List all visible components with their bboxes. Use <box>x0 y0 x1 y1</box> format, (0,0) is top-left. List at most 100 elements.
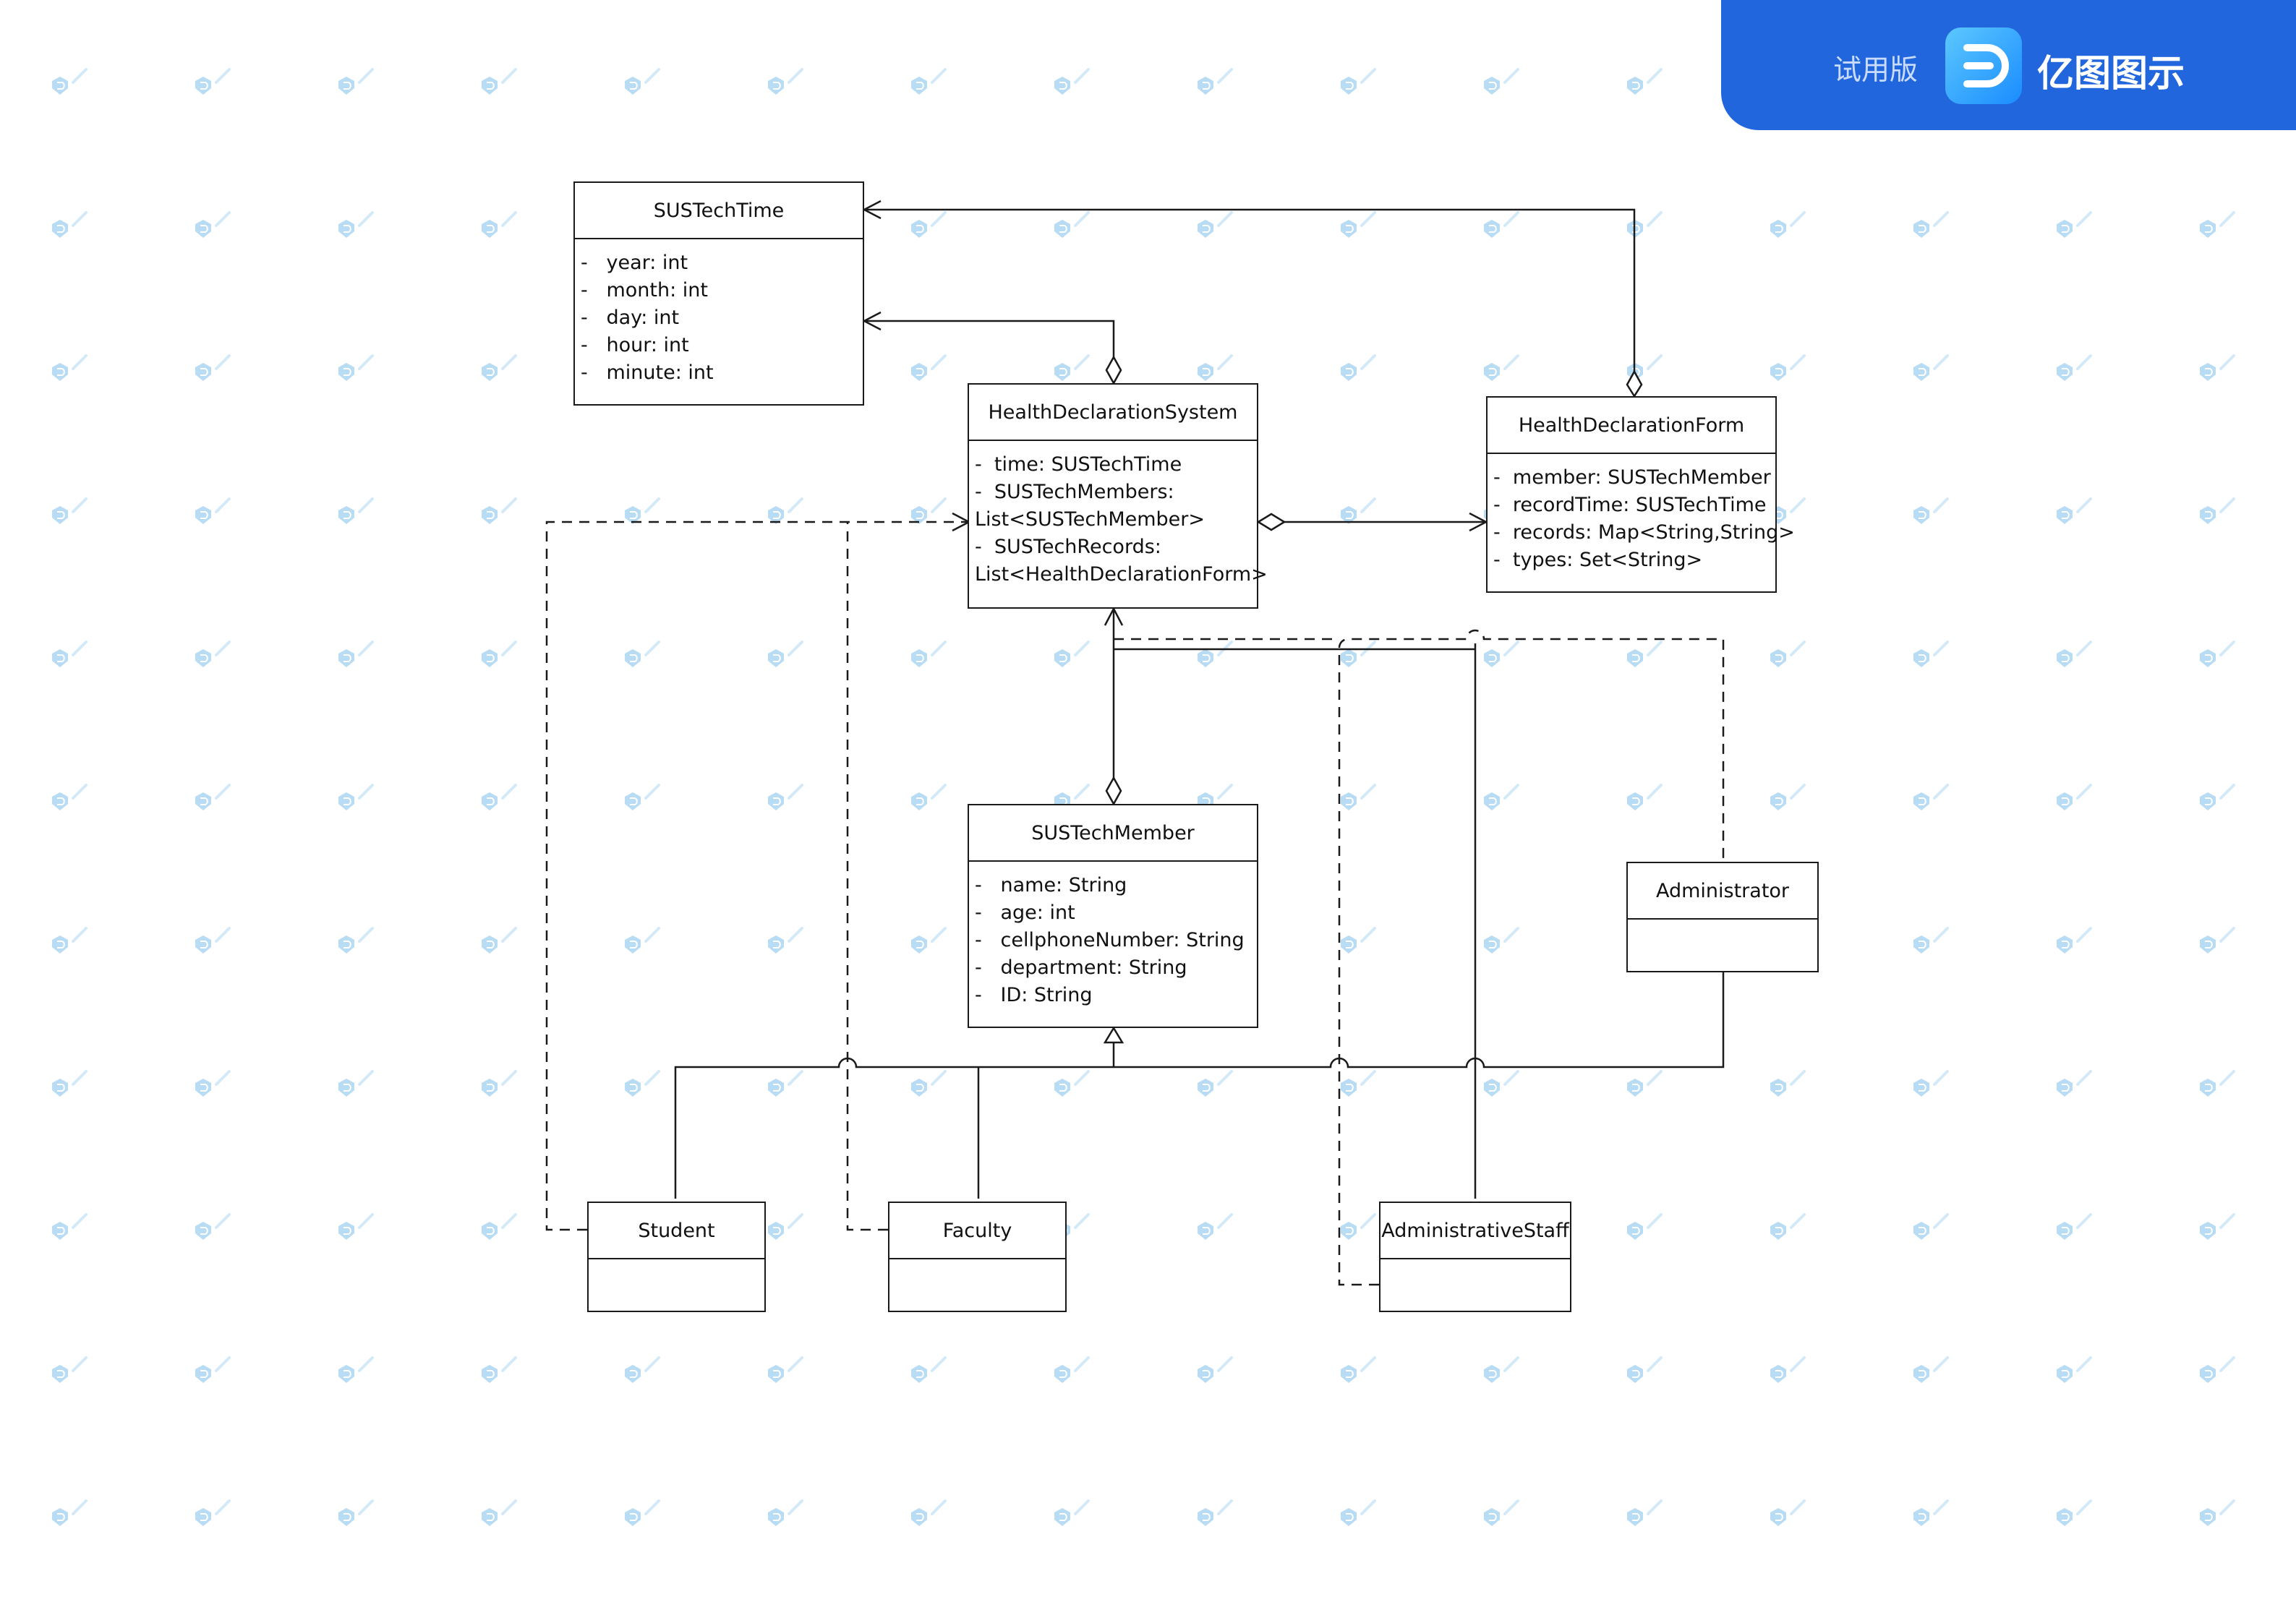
edraw-watermark-icon <box>768 784 803 810</box>
edraw-watermark-icon <box>1913 497 1949 524</box>
edraw-watermark-icon <box>482 1070 517 1097</box>
edraw-watermark-icon <box>2057 927 2092 954</box>
class-health-declaration-form[interactable]: HealthDeclarationForm - member: SUSTechM… <box>1486 396 1795 593</box>
aggregation-diamond-system-form <box>1256 513 1286 531</box>
edraw-watermark-icon <box>1198 1213 1233 1240</box>
edraw-watermark-icon <box>338 1356 374 1383</box>
edraw-watermark-icon <box>1198 211 1233 238</box>
edraw-watermark-icon <box>1484 1356 1519 1383</box>
edraw-watermark-icon <box>1770 211 1806 238</box>
class-administrative-staff[interactable]: AdministrativeStaff <box>1379 1202 1571 1312</box>
edraw-watermark-icon <box>195 354 231 381</box>
class-name: Administrator <box>1628 863 1817 920</box>
edraw-watermark-icon <box>1913 1070 1949 1097</box>
class-faculty[interactable]: Faculty <box>888 1202 1067 1312</box>
edraw-watermark-icon <box>1054 68 1090 95</box>
edraw-watermark-icon <box>2200 354 2235 381</box>
class-sustech-member[interactable]: SUSTechMember - name: String- age: int- … <box>968 804 1258 1028</box>
class-attribute: - ID: String <box>975 984 1093 1006</box>
edraw-watermark-icon <box>195 641 231 667</box>
edraw-watermark-icon <box>625 784 660 810</box>
edraw-watermark-icon <box>482 927 517 954</box>
edraw-watermark-icon <box>2057 1356 2092 1383</box>
edraw-watermark-icon <box>1913 211 1949 238</box>
class-administrator[interactable]: Administrator <box>1626 862 1819 972</box>
class-name: AdministrativeStaff <box>1380 1203 1570 1259</box>
class-health-declaration-system[interactable]: HealthDeclarationSystem - time: SUSTechT… <box>968 383 1268 609</box>
edraw-watermark-icon <box>768 1499 803 1526</box>
class-attribute: - day: int <box>581 307 680 329</box>
edraw-watermark-icon <box>482 211 517 238</box>
edraw-watermark-icon <box>1341 211 1376 238</box>
edraw-watermark-icon <box>338 68 374 95</box>
edraw-watermark-icon <box>1484 784 1519 810</box>
edraw-watermark-icon <box>1484 927 1519 954</box>
class-name: SUSTechTime <box>575 183 863 239</box>
edraw-watermark-icon <box>52 1356 88 1383</box>
class-name: Faculty <box>889 1203 1065 1259</box>
edraw-watermark-icon <box>1913 1213 1949 1240</box>
edraw-watermark-icon <box>482 497 517 524</box>
edraw-watermark-icon <box>1054 211 1090 238</box>
class-attribute: List<SUSTechMember> <box>975 508 1205 531</box>
edraw-watermark-icon <box>2057 354 2092 381</box>
edraw-watermark-icon <box>911 1070 947 1097</box>
dependency-student <box>545 512 971 1231</box>
edraw-watermark-icon <box>1054 1356 1090 1383</box>
edraw-watermark-icon <box>2200 784 2235 810</box>
edraw-watermark-icon <box>1627 68 1663 95</box>
class-attribute: - recordTime: SUSTechTime <box>1493 494 1767 516</box>
edraw-watermark-icon <box>338 1499 374 1526</box>
generalization-triangle <box>1103 1026 1124 1044</box>
edraw-watermark-icon <box>2057 211 2092 238</box>
edraw-watermark-icon <box>482 641 517 667</box>
edraw-watermark-icon <box>768 641 803 667</box>
edraw-watermark-icon <box>195 1213 231 1240</box>
class-attribute: - member: SUSTechMember <box>1493 466 1771 489</box>
edraw-watermark-icon <box>911 1356 947 1383</box>
edraw-watermark-icon <box>1054 641 1090 667</box>
edraw-watermark-icon <box>1341 784 1376 810</box>
edraw-watermark-icon <box>1770 1070 1806 1097</box>
assoc-system-to-time <box>862 311 1115 357</box>
edraw-watermark-icon <box>1198 354 1233 381</box>
class-sustech-time[interactable]: SUSTechTime - year: int- month: int- day… <box>573 181 864 406</box>
edraw-watermark-icon <box>338 641 374 667</box>
edraw-watermark-icon <box>482 1499 517 1526</box>
class-attribute: - name: String <box>975 874 1127 896</box>
edraw-watermark-icon <box>1341 68 1376 95</box>
edraw-watermark-icon <box>52 1070 88 1097</box>
edraw-watermark-icon <box>338 1213 374 1240</box>
edraw-watermark-icon <box>1054 354 1090 381</box>
edraw-watermark-icon <box>911 1499 947 1526</box>
class-attribute: - SUSTechRecords: <box>975 536 1161 558</box>
edraw-watermark-icon <box>1770 1356 1806 1383</box>
edraw-watermark-icon <box>1198 1356 1233 1383</box>
class-attribute: - minute: int <box>581 361 714 384</box>
class-attribute: - department: String <box>975 956 1187 979</box>
edraw-watermark-icon <box>52 354 88 381</box>
edraw-watermark-icon <box>2200 927 2235 954</box>
edraw-watermark-icon <box>195 211 231 238</box>
edraw-watermark-icon <box>1484 68 1519 95</box>
edraw-watermark-icon <box>1484 1070 1519 1097</box>
class-attribute: List<HealthDeclarationForm> <box>975 563 1268 586</box>
aggregation-diamond-system-time <box>1105 355 1122 385</box>
edraw-watermark-icon <box>52 68 88 95</box>
edraw-watermark-icon <box>768 927 803 954</box>
edraw-watermark-icon <box>52 641 88 667</box>
edraw-watermark-icon <box>625 1499 660 1526</box>
edraw-watermark-icon <box>1341 497 1376 524</box>
edraw-watermark-icon <box>1770 1213 1806 1240</box>
edraw-watermark-icon <box>1198 1499 1233 1526</box>
edraw-watermark-icon <box>1341 1499 1376 1526</box>
trial-label: 试用版 <box>1833 54 1919 87</box>
edraw-watermark-icon <box>768 1070 803 1097</box>
edraw-watermark-icon <box>1627 1499 1663 1526</box>
attribute-list: - name: String- age: int- cellphoneNumbe… <box>969 862 1257 1009</box>
class-attribute: - time: SUSTechTime <box>975 453 1182 476</box>
edraw-watermark-icon <box>1770 1499 1806 1526</box>
class-student[interactable]: Student <box>587 1202 766 1312</box>
edraw-watermark-icon <box>1054 1499 1090 1526</box>
